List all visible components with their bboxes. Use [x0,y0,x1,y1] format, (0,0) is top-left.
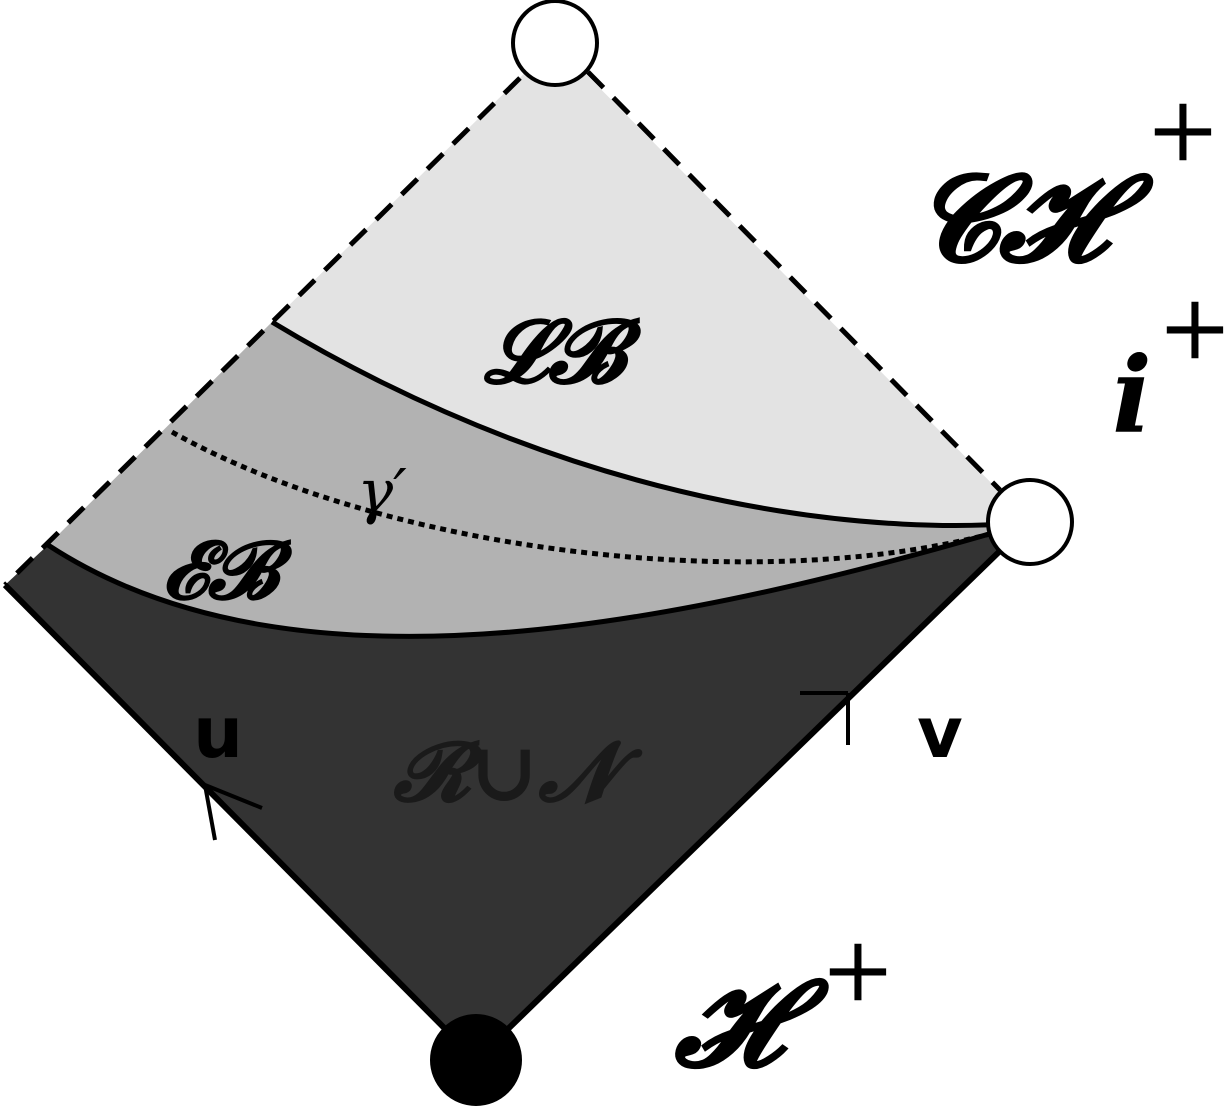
cauchy-horizon-label: 𝓒𝓗 [913,148,1154,289]
v-arrow-icon [800,691,850,745]
redshift-noshift-region [5,522,1030,1060]
gamma-prime-label: γ′ [357,457,407,527]
redshift-noshift-label: 𝓡∪𝓝 [392,724,643,820]
event-horizon-superscript: + [820,917,895,1022]
event-horizon-left-line [2,582,479,1063]
timelike-infinity-circle [986,478,1074,566]
late-blueshift-region [272,43,1030,526]
cauchy-horizon-left-dashed [3,76,522,587]
cauchy-horizon-superscript: + [1145,77,1220,182]
timelike-infinity-label: i [1112,333,1152,457]
v-coordinate-label: v [917,692,963,774]
early-blueshift-label: 𝓔𝓑 [162,523,294,617]
late-blueshift-boundary-curve [270,319,1031,528]
late-blueshift-label: 𝓛𝓑 [482,299,643,403]
timelike-infinity-superscript: + [1157,275,1229,380]
bifurcation-point [430,1014,522,1106]
cauchy-horizon-right-dashed [586,70,1002,492]
top-endpoint-circle [511,0,599,87]
u-coordinate-label: u [193,692,243,774]
early-blueshift-boundary-curve [46,519,1031,639]
event-horizon-right-line [473,545,1006,1063]
u-arrow-icon [203,783,263,841]
early-blueshift-region [48,322,1030,637]
event-horizon-label: 𝓗 [674,953,830,1094]
